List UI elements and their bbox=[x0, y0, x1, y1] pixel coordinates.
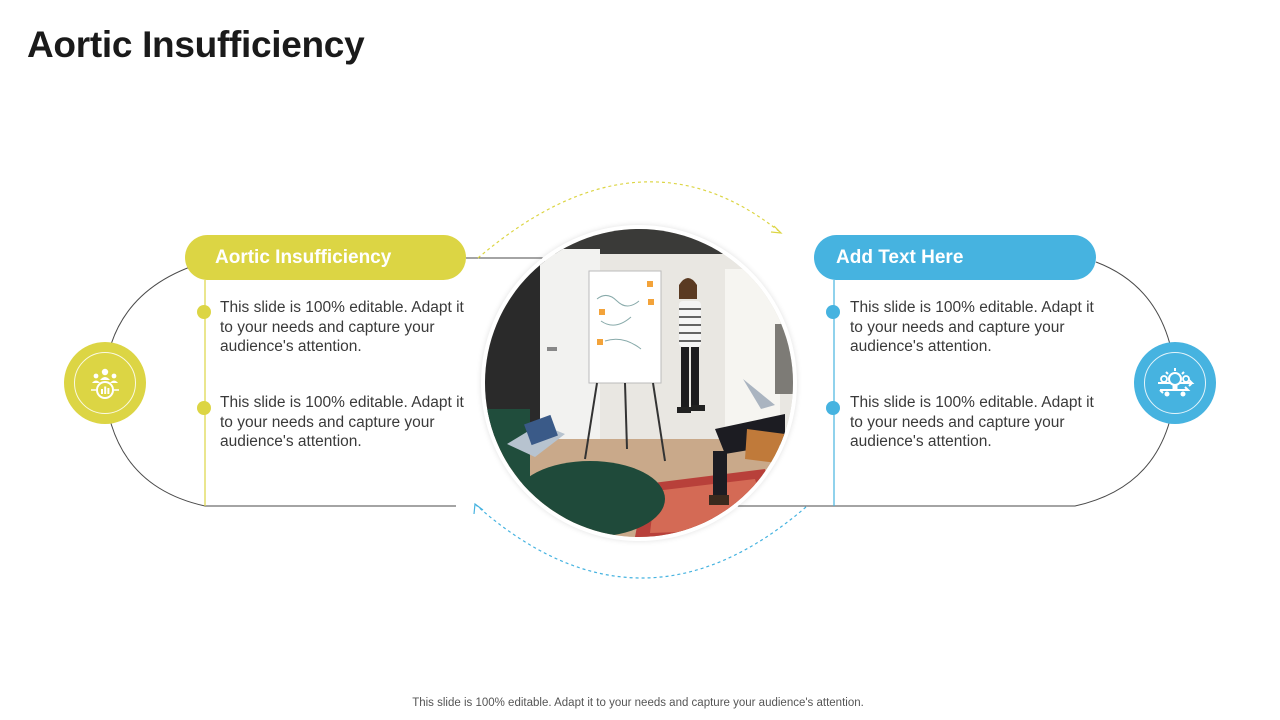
presentation-meeting-photo bbox=[481, 225, 797, 541]
left-heading: Aortic Insufficiency bbox=[215, 246, 392, 268]
bullet-dot bbox=[197, 305, 211, 319]
team-analytics-icon-circle bbox=[64, 342, 146, 424]
right-heading-pill: Add Text Here bbox=[814, 235, 1096, 280]
right-bullet-1: This slide is 100% editable. Adapt it to… bbox=[850, 299, 1094, 355]
footer-note: This slide is 100% editable. Adapt it to… bbox=[412, 697, 864, 709]
page-title: Aortic Insufficiency bbox=[27, 24, 365, 65]
bullet-dot bbox=[197, 401, 211, 415]
left-bullet-1: This slide is 100% editable. Adapt it to… bbox=[220, 299, 464, 355]
photo-illustration bbox=[485, 229, 793, 537]
bullet-dot bbox=[826, 305, 840, 319]
left-heading-pill: Aortic Insufficiency bbox=[185, 235, 466, 280]
team-analytics-icon bbox=[91, 368, 119, 399]
right-heading: Add Text Here bbox=[836, 246, 964, 268]
right-bullet-2: This slide is 100% editable. Adapt it to… bbox=[850, 394, 1094, 450]
idea-process-icon bbox=[1158, 368, 1195, 397]
idea-process-icon-circle bbox=[1134, 342, 1216, 424]
bullet-dot bbox=[826, 401, 840, 415]
left-bullet-2: This slide is 100% editable. Adapt it to… bbox=[220, 394, 464, 450]
